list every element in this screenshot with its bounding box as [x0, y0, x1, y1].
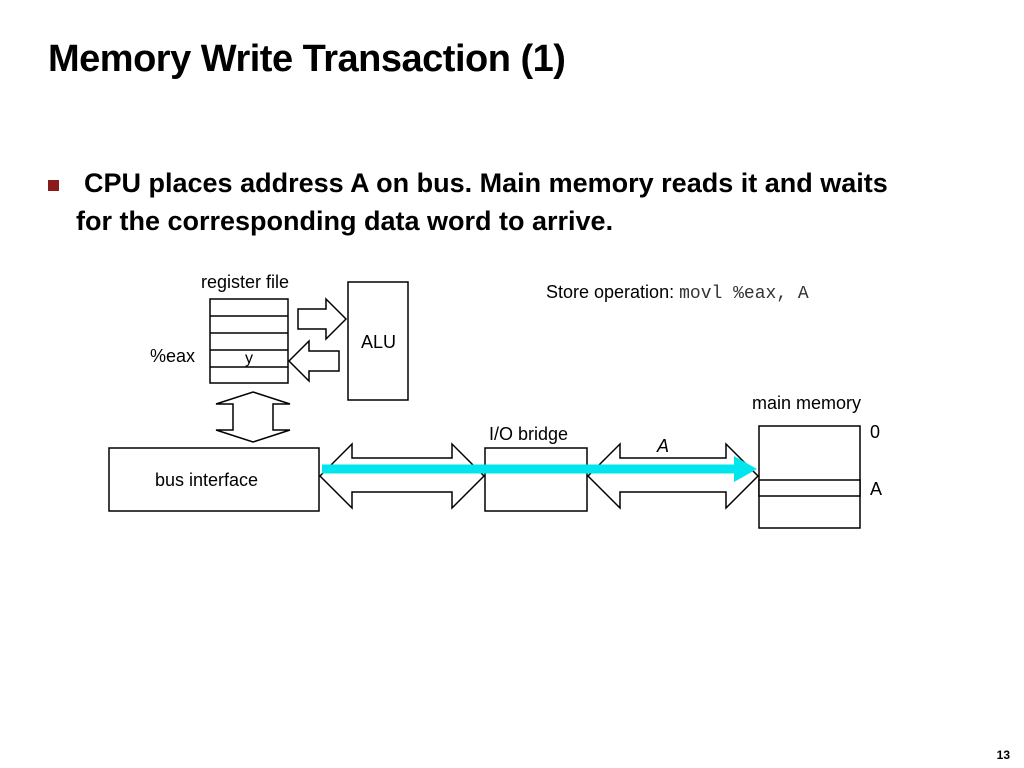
main-memory: [758, 425, 861, 529]
store-operation-code: movl %eax, A: [679, 284, 809, 304]
io-bridge-box: [484, 447, 588, 512]
page-number: 13: [996, 748, 1010, 762]
slide-title: Memory Write Transaction (1): [48, 38, 566, 80]
address-path-arrowhead: [734, 456, 757, 482]
regfile-bus-interface-arrow: [215, 391, 291, 443]
memory-bus-arrow: [586, 442, 760, 510]
store-operation: Store operation: movl %eax, A: [546, 282, 809, 304]
io-bridge-label: I/O bridge: [489, 424, 569, 444]
regfile-to-alu-arrow: [297, 297, 348, 341]
main-memory-box: [758, 425, 861, 529]
bullet-text: CPU places address A on bus. Main memory…: [76, 164, 976, 240]
bullet-line-2: for the corresponding data word to arriv…: [76, 206, 614, 236]
main-memory-label: main memory: [752, 393, 862, 413]
eax-register-value: y: [245, 350, 253, 367]
alu-box: [347, 281, 409, 401]
alu-label: ALU: [361, 332, 397, 352]
store-operation-label: Store operation:: [546, 282, 675, 302]
eax-label: %eax: [150, 346, 196, 366]
alu-to-regfile-arrow: [287, 339, 340, 383]
memory-cell-a: [758, 479, 861, 497]
register-file-label: register file: [201, 272, 290, 292]
register-file-box: [209, 298, 289, 384]
bullet-line-1: CPU places address A on bus. Main memory…: [84, 168, 888, 198]
bus-interface-box: [108, 447, 320, 512]
bus-interface-label: bus interface: [155, 470, 259, 490]
bullet-marker: [48, 180, 59, 191]
memory-address-a: A: [870, 479, 883, 499]
register-file: [209, 298, 289, 384]
memory-address-zero: 0: [870, 422, 881, 442]
bus-address-label: A: [657, 436, 670, 456]
system-bus-arrow: [318, 442, 486, 510]
